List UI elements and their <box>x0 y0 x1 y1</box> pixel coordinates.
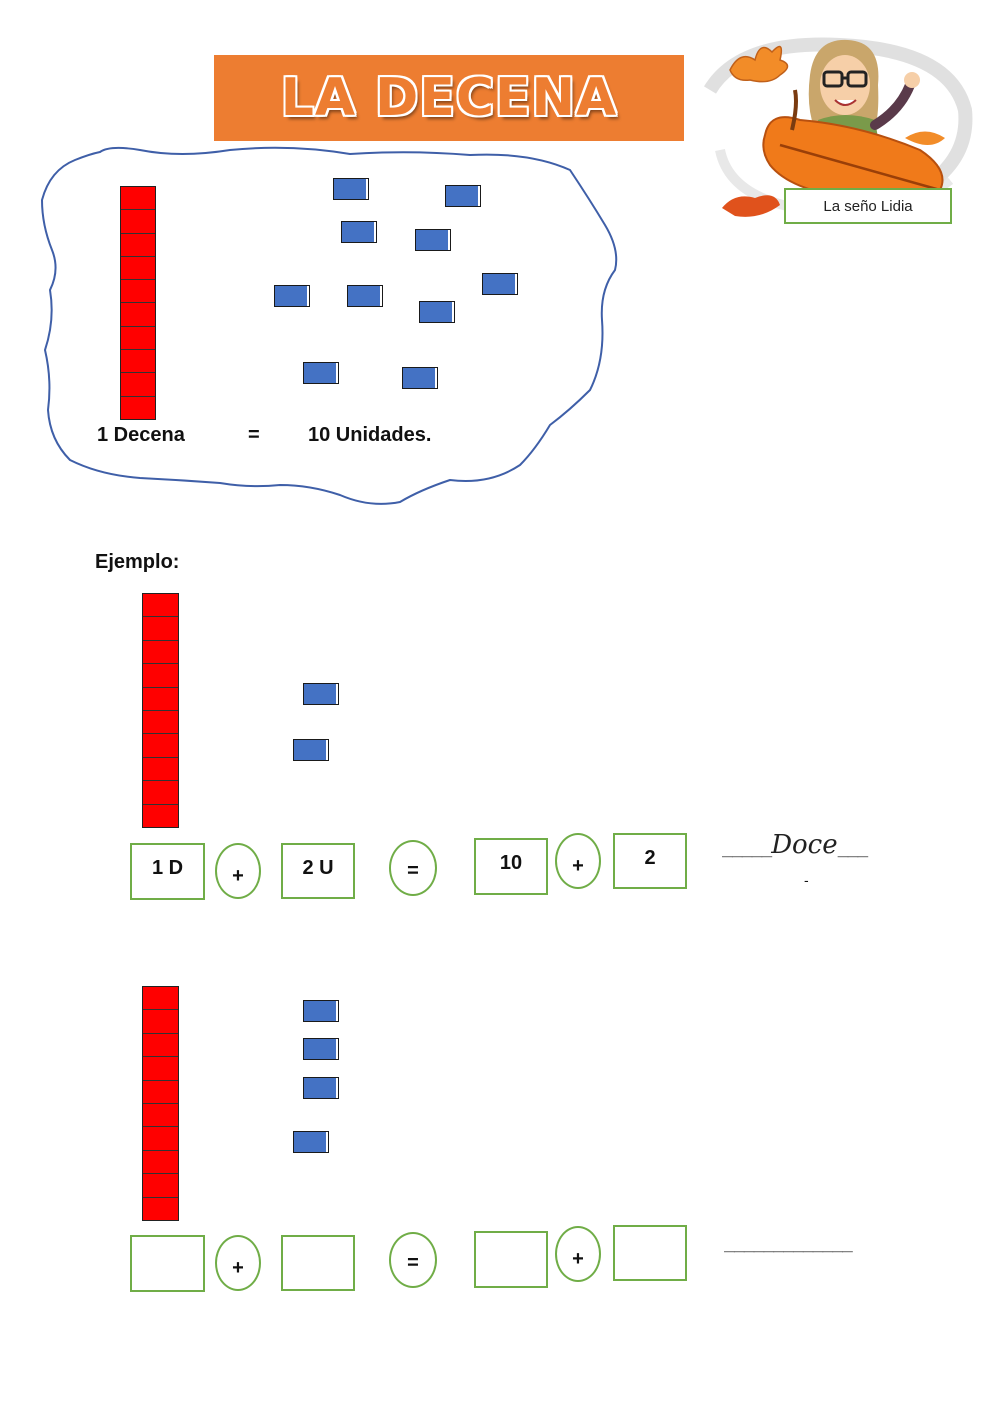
exercise-ten-rod <box>142 986 179 1221</box>
unit-cube <box>347 285 383 307</box>
unit-cube <box>482 273 518 295</box>
signature-text: La seño Lidia <box>823 197 913 215</box>
small-dash-mark: - <box>804 872 809 888</box>
exercise-units-box[interactable] <box>281 1235 355 1291</box>
page-title: LA DECENA <box>280 68 618 128</box>
ten-rod <box>120 186 156 420</box>
avatar-illustration <box>704 37 973 217</box>
exercise-plus-circle-2: + <box>555 1226 601 1282</box>
exercise-equals-circle: = <box>389 1232 437 1288</box>
example-tens-box: 1 D <box>130 843 205 900</box>
example-heading: Ejemplo: <box>95 551 180 573</box>
unit-cube <box>419 301 455 323</box>
title-banner: LA DECENA <box>214 55 684 141</box>
answer-word: Doce <box>771 830 838 860</box>
example-plus-circle: + <box>215 843 261 899</box>
unit-cube <box>274 285 310 307</box>
unit-cube <box>402 367 438 389</box>
example-value-box: 10 <box>474 838 548 895</box>
example-units-value-box: 2 <box>613 833 687 889</box>
unit-cube <box>333 178 369 200</box>
equals-sign: = <box>248 424 260 446</box>
unit-cube <box>445 185 481 207</box>
unit-cube <box>415 229 451 251</box>
cloud-frame <box>40 146 618 505</box>
exercise-unit-cube <box>293 1131 329 1153</box>
exercise-unit-cube <box>303 1077 339 1099</box>
example-unit-cube <box>293 739 329 761</box>
unit-cube <box>341 221 377 243</box>
example-answer: _____Doce___ <box>722 830 868 860</box>
example-equals-circle: = <box>389 840 437 896</box>
unit-cube <box>303 362 339 384</box>
exercise-value-box[interactable] <box>474 1231 548 1288</box>
example-units-box: 2 U <box>281 843 355 899</box>
exercise-units-value-box[interactable] <box>613 1225 687 1281</box>
exercise-answer-line[interactable]: _____________ <box>724 1232 853 1253</box>
example-ten-rod <box>142 593 179 828</box>
example-plus-circle-2: + <box>555 833 601 889</box>
unidades-label: 10 Unidades. <box>308 424 432 446</box>
exercise-unit-cube <box>303 1038 339 1060</box>
exercise-unit-cube <box>303 1000 339 1022</box>
decena-label: 1 Decena <box>97 424 185 446</box>
example-unit-cube <box>303 683 339 705</box>
exercise-plus-circle: + <box>215 1235 261 1291</box>
avatar <box>700 30 980 230</box>
exercise-tens-box[interactable] <box>130 1235 205 1292</box>
signature-box: La seño Lidia <box>784 188 952 224</box>
